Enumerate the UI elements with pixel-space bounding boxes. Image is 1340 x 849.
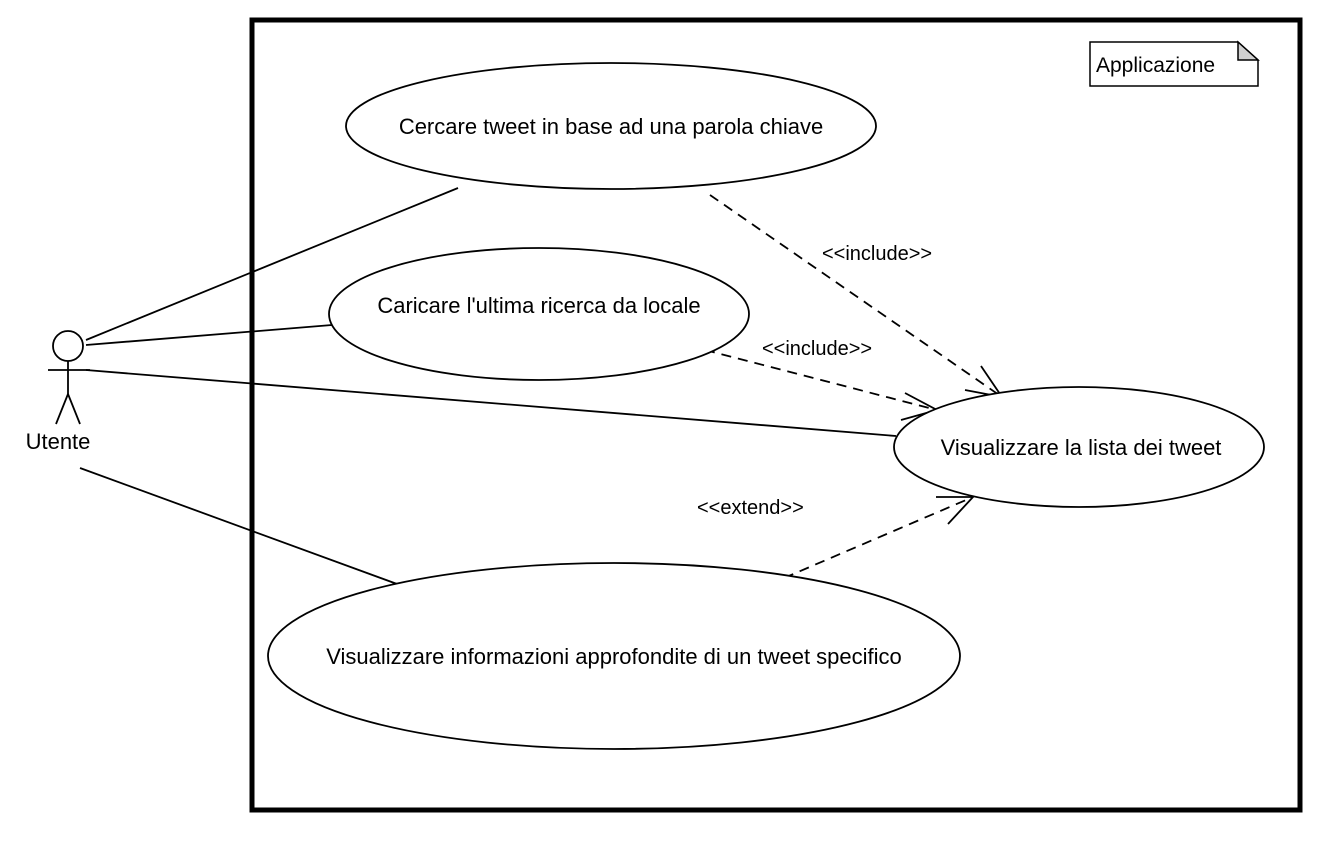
stereotype-label-extend: <<extend>> bbox=[697, 497, 804, 519]
use-case-uc4[interactable]: Visualizzare informazioni approfondite d… bbox=[267, 562, 961, 750]
actor-utente[interactable] bbox=[48, 330, 90, 425]
association-uc1 bbox=[85, 187, 459, 341]
system-boundary bbox=[249, 17, 1303, 813]
use-case-label: Visualizzare la lista dei tweet bbox=[941, 435, 1222, 460]
association-uc3 bbox=[85, 369, 897, 437]
system-name-note: Applicazione bbox=[1089, 40, 1260, 87]
use-case-uc1[interactable]: Cercare tweet in base ad una parola chia… bbox=[345, 62, 877, 190]
actor-left-leg bbox=[55, 393, 69, 425]
association-uc4 bbox=[79, 467, 409, 589]
include-arrow-uc1 bbox=[709, 194, 1003, 398]
use-case-uc2[interactable]: Caricare l'ultima ricerca da locale bbox=[328, 247, 750, 381]
system-name-label: Applicazione bbox=[1096, 54, 1215, 77]
use-case-label: Caricare l'ultima ricerca da locale bbox=[377, 293, 700, 318]
actor-right-leg bbox=[67, 393, 81, 425]
stereotype-label-include-1: <<include>> bbox=[822, 243, 932, 265]
stereotype-label-include-2: <<include>> bbox=[762, 338, 872, 360]
extend-arrow-uc4 bbox=[783, 496, 974, 579]
include-arrow-uc2 bbox=[704, 349, 938, 411]
association-uc2 bbox=[85, 324, 333, 346]
actor-label: Utente bbox=[26, 429, 91, 454]
use-case-label: Visualizzare informazioni approfondite d… bbox=[326, 644, 902, 669]
use-case-uc3[interactable]: Visualizzare la lista dei tweet bbox=[893, 386, 1265, 508]
use-case-label: Cercare tweet in base ad una parola chia… bbox=[399, 114, 823, 139]
actor-head-icon bbox=[52, 330, 84, 362]
